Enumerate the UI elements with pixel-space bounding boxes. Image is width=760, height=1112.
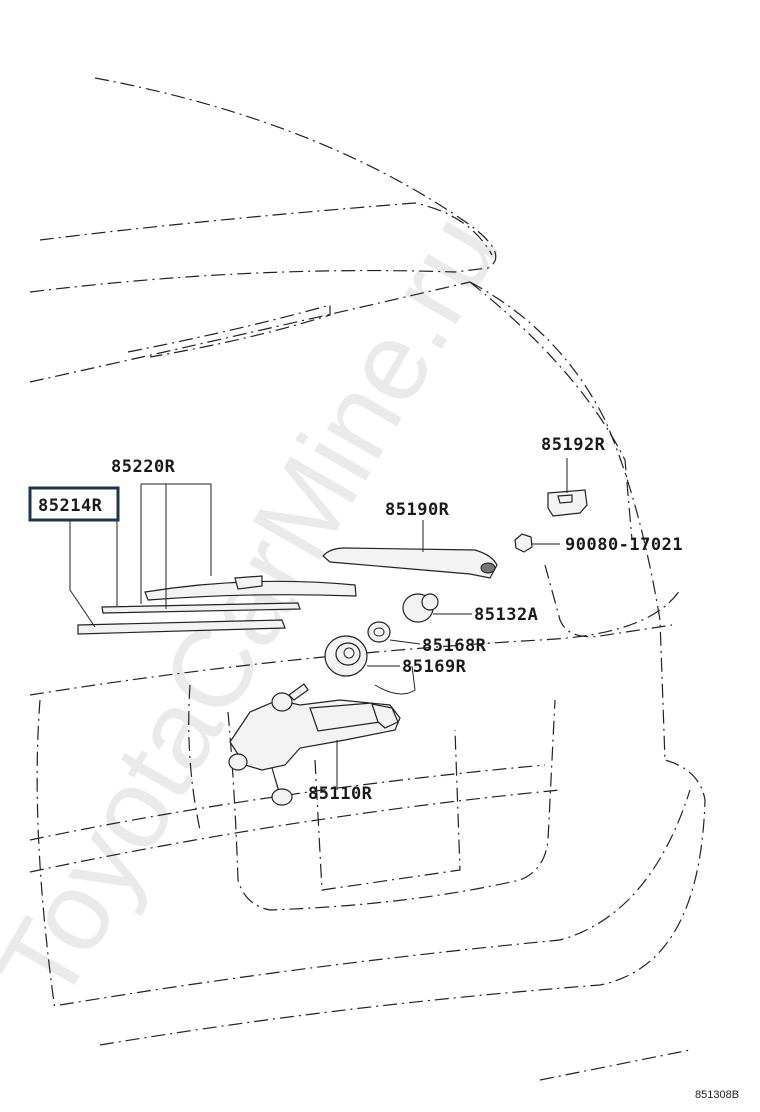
arm-cover-85192R[interactable] xyxy=(547,489,588,517)
label-85110R[interactable]: 85110R xyxy=(308,784,373,804)
label-85132A[interactable]: 85132A xyxy=(474,605,538,625)
pivot-cap-85132A[interactable] xyxy=(402,593,439,623)
highlight-box-85214R xyxy=(28,486,120,522)
wiper-motor-85110R[interactable] xyxy=(228,683,401,806)
nut-90080-17021[interactable] xyxy=(514,533,533,553)
label-85214R[interactable]: 85214R xyxy=(38,496,103,516)
label-85168R[interactable]: 85168R xyxy=(422,636,487,656)
wiper-blade-85220R[interactable] xyxy=(101,575,357,614)
wiper-rubber-85214R[interactable] xyxy=(77,619,286,635)
grommet-85169R[interactable] xyxy=(324,635,368,677)
label-85190R[interactable]: 85190R xyxy=(385,500,450,520)
leader-lines xyxy=(69,458,568,790)
label-85220R[interactable]: 85220R xyxy=(111,457,176,477)
label-90080-17021[interactable]: 90080-17021 xyxy=(565,535,683,555)
diagram-code: 851308B xyxy=(695,1089,739,1101)
washer-85168R[interactable] xyxy=(367,621,391,643)
label-85169R[interactable]: 85169R xyxy=(402,657,467,677)
label-85192R[interactable]: 85192R xyxy=(541,435,606,455)
vehicle-body-outline xyxy=(29,77,706,1081)
wiper-arm-85190R[interactable] xyxy=(322,547,498,579)
